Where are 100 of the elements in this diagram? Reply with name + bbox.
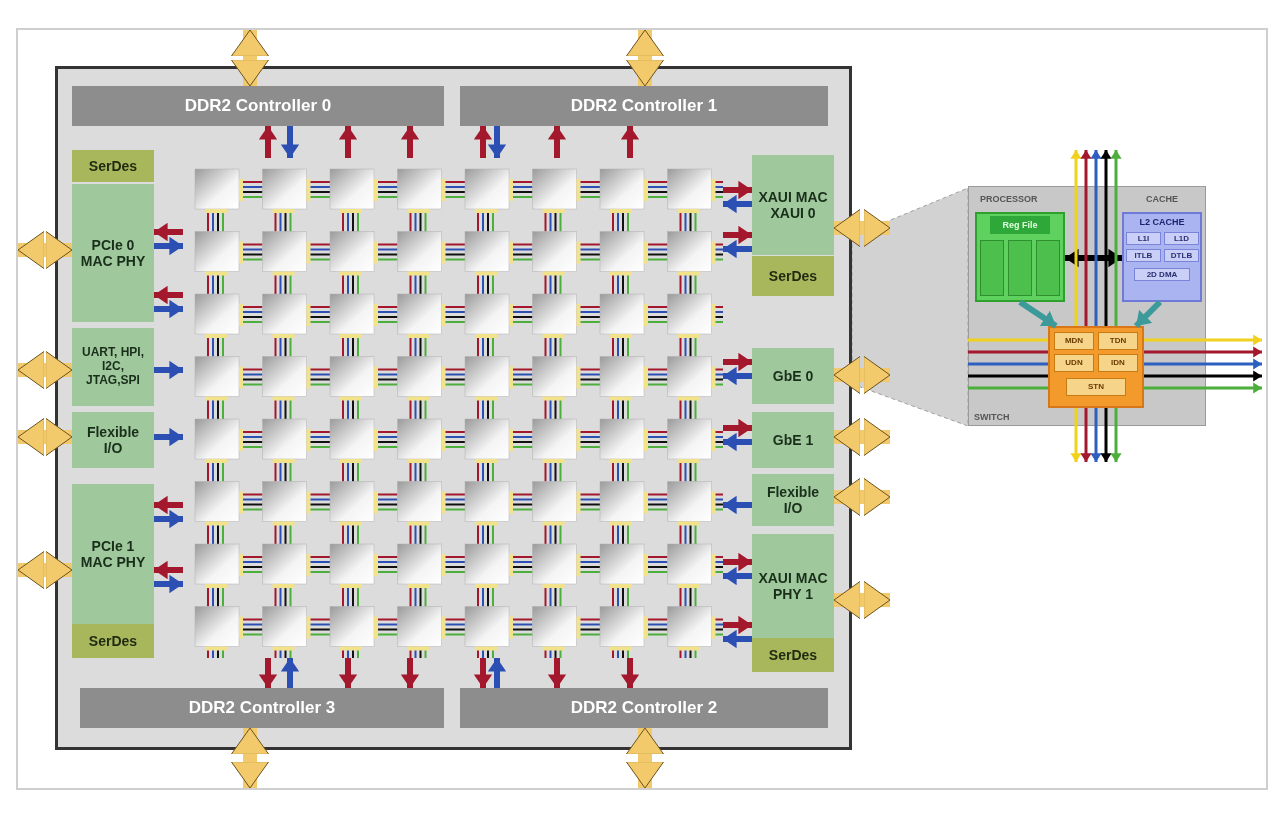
arrow [1070,150,1082,326]
arrow [1070,408,1082,462]
arrow [154,427,183,447]
signal-line [968,374,1048,378]
double-arrow [17,550,73,590]
double-arrow [833,477,891,517]
arrow [154,236,183,256]
chip-outline [55,66,852,750]
signal-line [968,338,1048,342]
double-arrow [833,580,891,620]
arrow [723,418,752,438]
interface-block: PCIe 0 MAC PHY [72,184,154,322]
signal-line [968,362,1048,366]
controller-bar: DDR2 Controller 3 [80,688,444,728]
interface-block: PCIe 1 MAC PHY [72,484,154,624]
arrow [1090,150,1102,326]
serdes-block: SerDes [752,638,834,672]
arrow [154,495,183,515]
processor-box [975,212,1065,302]
arrow [154,509,183,529]
region-label: PROCESSOR [980,194,1038,204]
arrow [338,126,358,158]
register-file-box: Reg File [990,216,1050,234]
double-arrow [833,355,891,395]
pipeline-box [1036,240,1060,296]
double-arrow [625,727,665,789]
controller-bar: DDR2 Controller 0 [72,86,444,126]
arrow [280,658,300,688]
arrow [723,629,752,649]
network-box: MDN [1054,332,1094,350]
arrow [723,352,752,372]
arrow [723,194,752,214]
arrow [473,126,493,158]
arrow [487,658,507,688]
cache-box [1122,212,1202,302]
tile-detail-box [968,186,1206,426]
arrow [723,180,752,200]
arrow [547,126,567,158]
interface-block: GbE 1 [752,412,834,468]
arrow [400,126,420,158]
network-box: IDN [1098,354,1138,372]
arrow [1100,150,1112,326]
arrow [1110,408,1122,462]
arrow [487,126,507,158]
network-box: TDN [1098,332,1138,350]
double-arrow [1065,248,1122,268]
double-arrow [625,29,665,87]
cache-unit-box: L1I [1126,232,1161,245]
arrow [1018,299,1058,329]
arrow [1144,382,1262,394]
arrow [1144,370,1262,382]
arrow [154,574,183,594]
cache-unit-box: DTLB [1164,249,1199,262]
arrow [723,225,752,245]
arrow [338,658,358,688]
interface-block: GbE 0 [752,348,834,404]
double-arrow [230,29,270,87]
arrow [1144,334,1262,346]
interface-block: Flexible I/O [752,474,834,526]
arrow [723,566,752,586]
arrow [400,658,420,688]
pipeline-box [980,240,1004,296]
cache-unit-box: 2D DMA [1134,268,1190,281]
arrow [473,658,493,688]
arrow [154,222,183,242]
double-arrow [17,417,73,457]
cache-unit-box: L1D [1164,232,1199,245]
network-box: UDN [1054,354,1094,372]
serdes-block: SerDes [752,256,834,296]
network-box: STN [1066,378,1126,396]
pipeline-box [1008,240,1032,296]
double-arrow [833,417,891,457]
arrow [1144,346,1262,358]
arrow [1080,408,1092,462]
interface-block: XAUI MAC XAUI 0 [752,155,834,255]
double-arrow [833,208,891,248]
arrow [723,552,752,572]
arrow [154,360,183,380]
arrow [620,126,640,158]
arrow [1133,299,1163,329]
serdes-block: SerDes [72,150,154,182]
arrow [1110,150,1122,326]
interface-block: UART, HPI, I2C, JTAG,SPI [72,328,154,406]
arrow [723,432,752,452]
double-arrow [230,727,270,789]
arrow [1080,150,1092,326]
double-arrow [17,350,73,390]
arrow [1090,408,1102,462]
arrow [1100,408,1112,462]
switch-box [1048,326,1144,408]
arrow [723,615,752,635]
arrow [723,495,752,515]
region-label: CACHE [1146,194,1178,204]
controller-bar: DDR2 Controller 1 [460,86,828,126]
block-label: L2 CACHE [1138,217,1186,228]
interface-block: XAUI MAC PHY 1 [752,534,834,638]
arrow [258,126,278,158]
arrow [154,299,183,319]
interface-block: Flexible I/O [72,412,154,468]
serdes-block: SerDes [72,624,154,658]
